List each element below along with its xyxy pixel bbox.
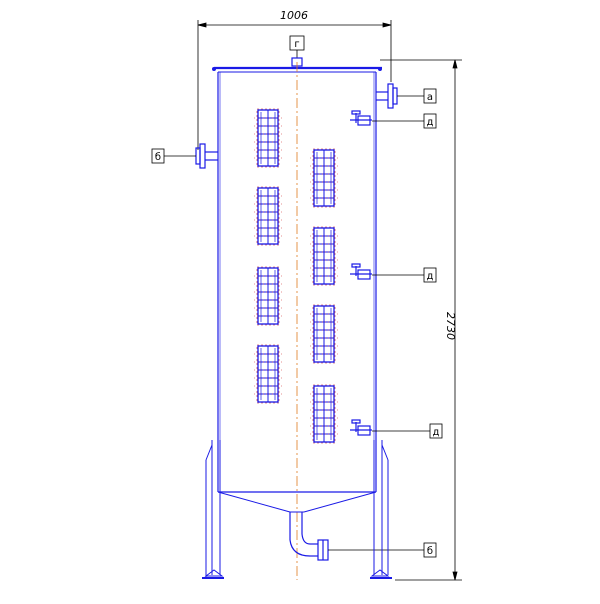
height-dimension-label: 2730 bbox=[444, 312, 457, 340]
left-leg bbox=[202, 440, 224, 579]
heater-panel bbox=[310, 304, 338, 364]
width-dimension-label: 1006 bbox=[280, 9, 308, 22]
bottom-outlet-label: б bbox=[427, 546, 433, 557]
heater-panel bbox=[310, 384, 338, 444]
top-nozzle-label: г bbox=[294, 39, 299, 50]
right-valve-1-callout bbox=[372, 113, 437, 129]
right-valve-1-label: д bbox=[427, 117, 434, 128]
bottom-outlet bbox=[289, 512, 329, 561]
left-nozzle-label: б bbox=[155, 152, 161, 163]
right-valve-3 bbox=[350, 419, 372, 436]
right-valve-2-callout bbox=[372, 267, 437, 283]
heater-panels bbox=[254, 108, 338, 444]
heater-panel bbox=[254, 108, 282, 168]
heater-panel bbox=[310, 148, 338, 208]
bottom-outlet-callout bbox=[328, 542, 437, 558]
right-top-nozzle-label: а bbox=[427, 92, 433, 103]
heater-panel bbox=[254, 186, 282, 246]
heater-panel bbox=[254, 344, 282, 404]
tank-shell bbox=[217, 72, 377, 493]
right-valve-2 bbox=[350, 263, 372, 280]
width-dimension bbox=[197, 20, 392, 150]
right-valve-2-label: д bbox=[427, 271, 434, 282]
heater-panel bbox=[310, 226, 338, 286]
heater-panel bbox=[254, 266, 282, 326]
right-valve-3-callout bbox=[372, 423, 443, 439]
right-valve-3-label: д bbox=[433, 427, 440, 438]
right-leg bbox=[370, 440, 392, 579]
right-top-nozzle-callout bbox=[397, 88, 437, 104]
left-nozzle bbox=[195, 143, 218, 169]
right-top-nozzle bbox=[376, 83, 398, 109]
left-nozzle-callout bbox=[151, 148, 196, 164]
top-nozzle bbox=[289, 35, 305, 67]
right-valve-1 bbox=[350, 110, 372, 126]
height-dimension bbox=[380, 59, 462, 581]
